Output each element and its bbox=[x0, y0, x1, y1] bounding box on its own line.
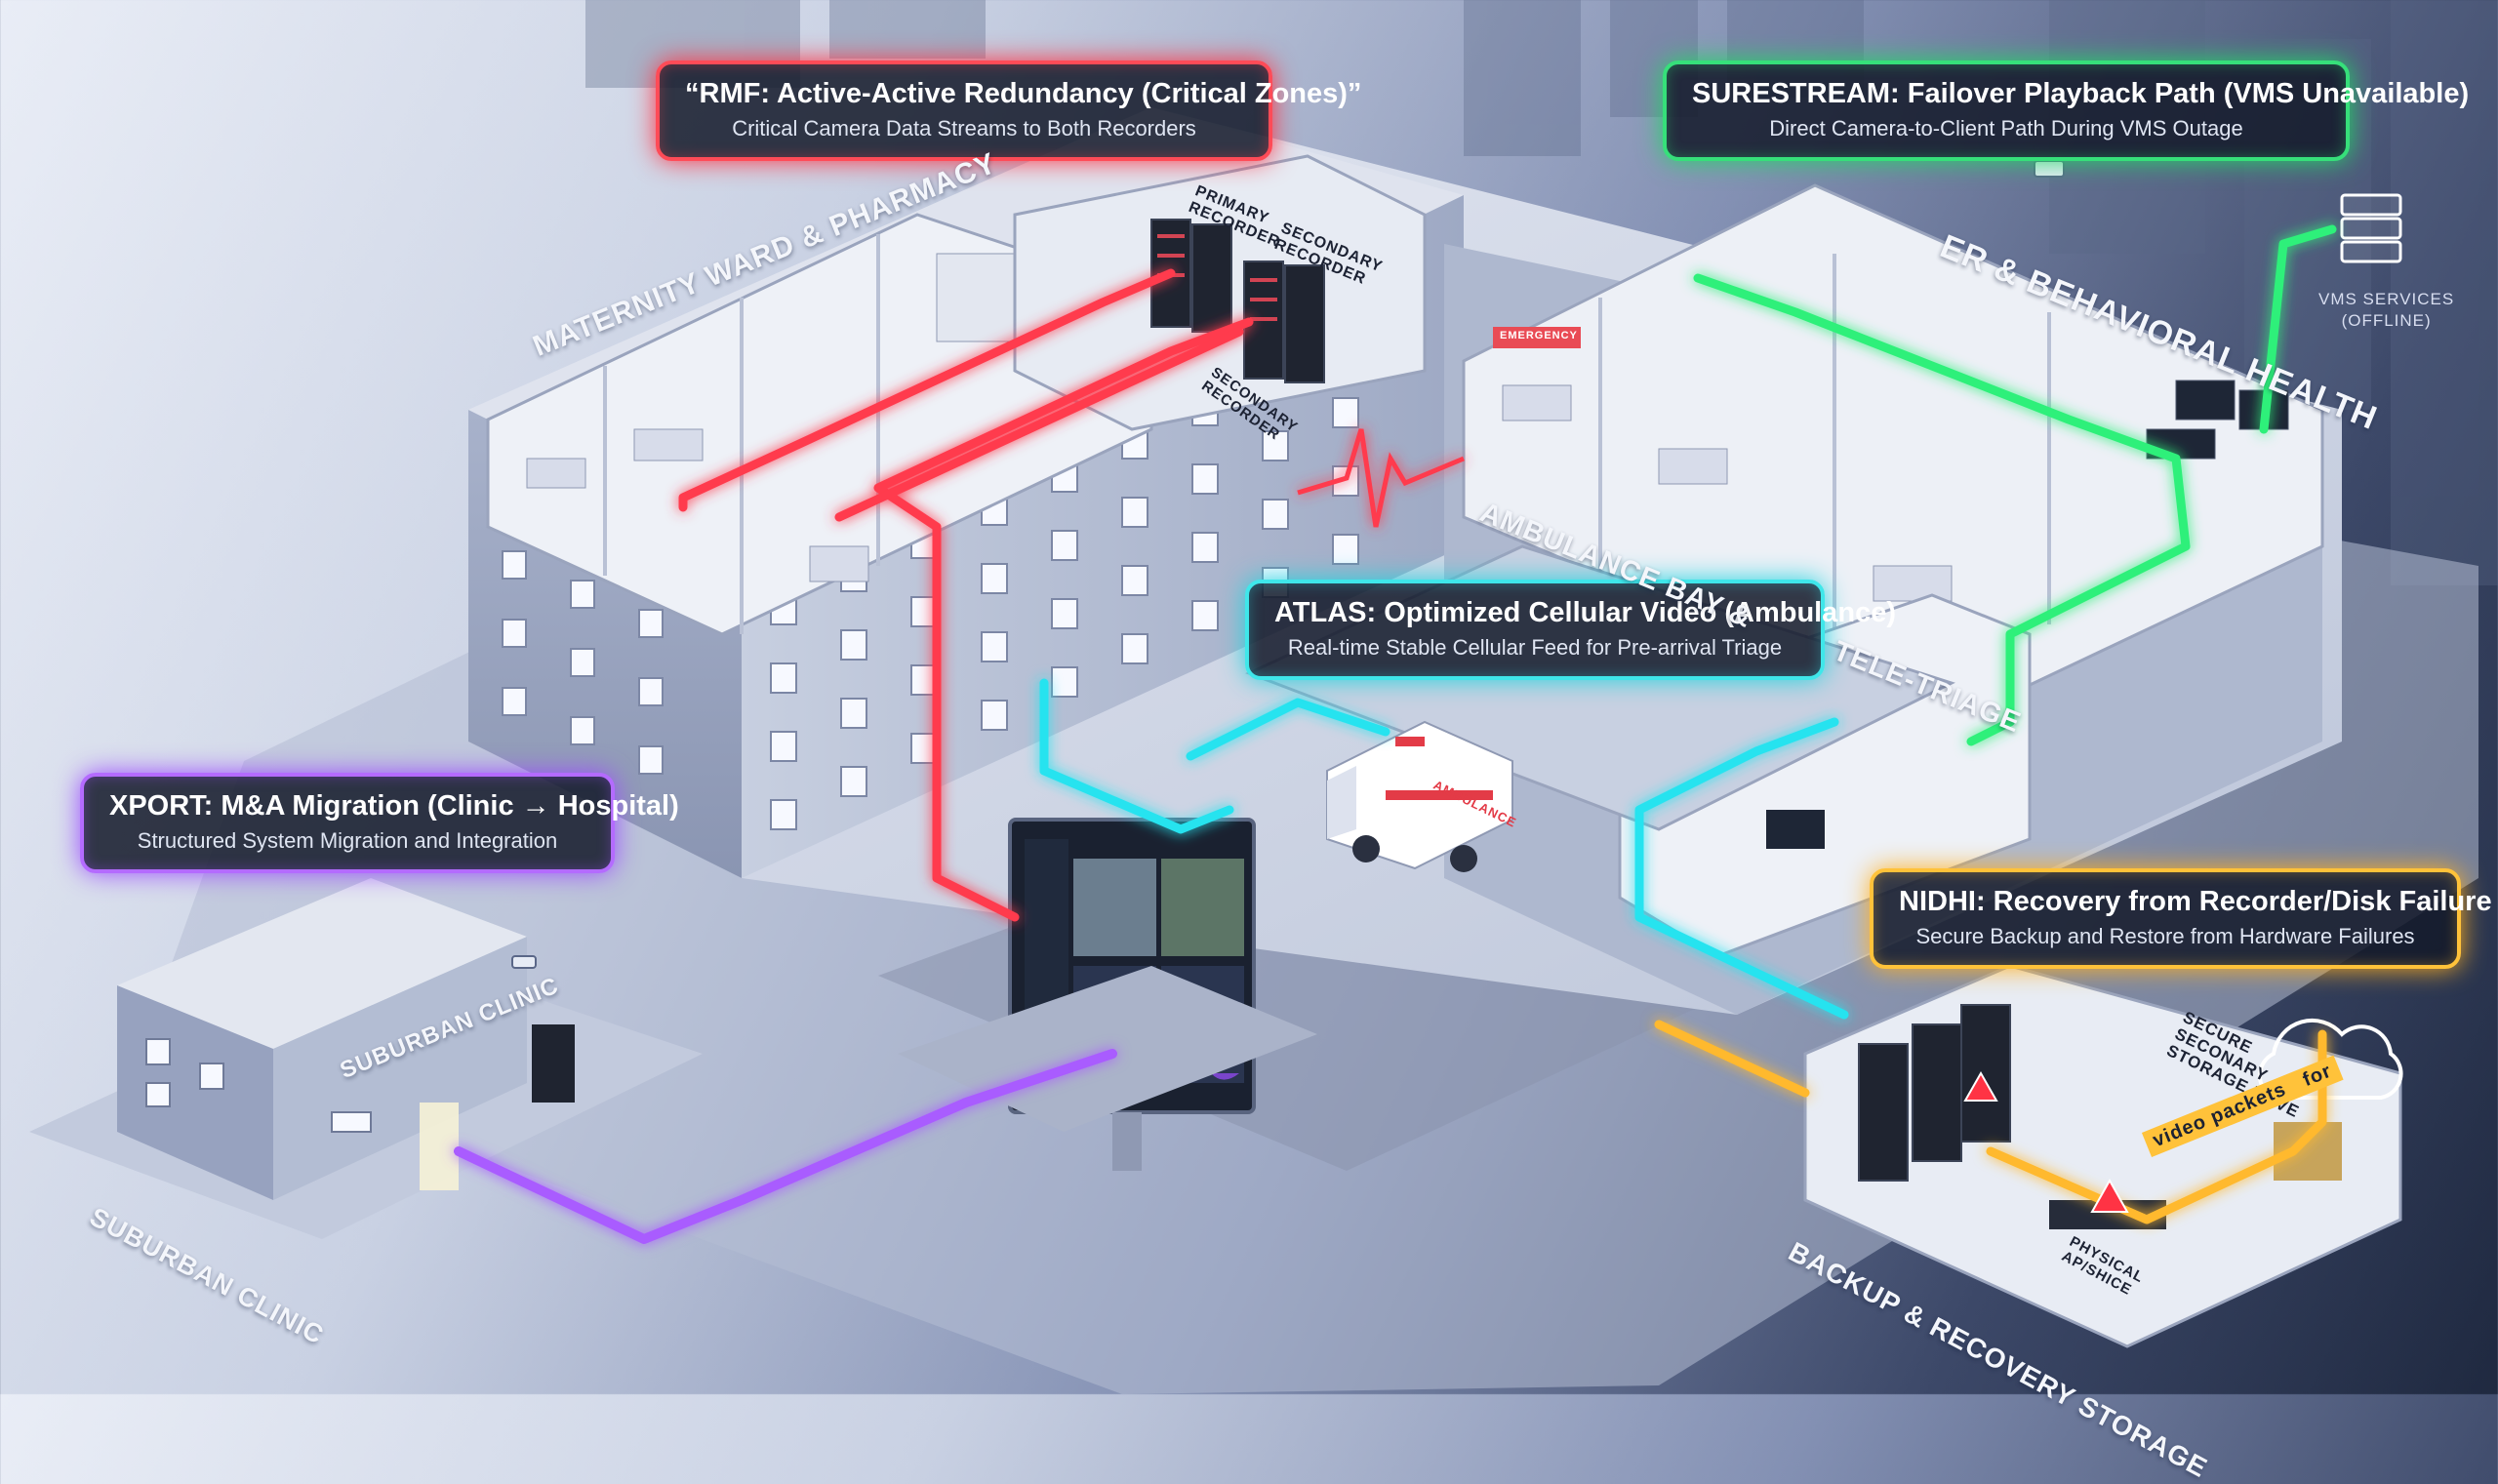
atlas-cellular-path bbox=[1039, 678, 1849, 1020]
vms-services-label: VMS SERVICES (OFFLINE) bbox=[2318, 289, 2454, 332]
building-window bbox=[1262, 430, 1289, 461]
healthcare-video-network-scene bbox=[29, 0, 2498, 1394]
atlas-callout: ATLAS: Optimized Cellular Video (Ambulan… bbox=[1245, 580, 1896, 680]
vms-services-label-line2: (OFFLINE) bbox=[2341, 311, 2432, 330]
clinic-door bbox=[420, 1103, 459, 1190]
heartbeat-line bbox=[1297, 428, 1465, 528]
emergency-sign-label: EMERGENCY bbox=[1500, 330, 1578, 341]
rmf-redundancy-path bbox=[678, 268, 1254, 922]
building-window bbox=[570, 648, 595, 677]
building-window bbox=[1121, 497, 1148, 528]
building-window bbox=[840, 629, 867, 661]
building-window bbox=[840, 766, 867, 797]
camera-icon bbox=[511, 160, 2065, 969]
warning-icon bbox=[1963, 1070, 2129, 1213]
building-window bbox=[1262, 499, 1289, 530]
building-window bbox=[770, 731, 797, 762]
building-window bbox=[1332, 397, 1359, 428]
recorder-room bbox=[1013, 154, 1427, 431]
vms-server-icon bbox=[2340, 193, 2402, 263]
building-window bbox=[981, 631, 1008, 662]
suburban-clinic-building bbox=[29, 878, 703, 1239]
atlas-subtitle: Real-time Stable Cellular Feed for Pre-a… bbox=[1287, 635, 1783, 660]
building-window bbox=[981, 563, 1008, 594]
building-window bbox=[1121, 565, 1148, 596]
atlas-title: ATLAS: Optimized Cellular Video (Ambulan… bbox=[1274, 597, 1896, 628]
rmf-callout: “RMF: Active-Active Redundancy (Critical… bbox=[656, 60, 1362, 161]
surestream-failover-path bbox=[1693, 224, 2337, 746]
building-window bbox=[1051, 598, 1078, 629]
surestream-title: SURESTREAM: Failover Playback Path (VMS … bbox=[1692, 78, 2470, 109]
building-window bbox=[1191, 532, 1219, 563]
xport-migration-path bbox=[454, 1049, 1117, 1244]
building-window bbox=[1121, 633, 1148, 664]
building-window bbox=[570, 580, 595, 609]
building-window bbox=[770, 799, 797, 830]
rmf-subtitle: Critical Camera Data Streams to Both Rec… bbox=[732, 116, 1196, 140]
building-window bbox=[638, 609, 664, 638]
building-window bbox=[840, 698, 867, 729]
building-window bbox=[770, 662, 797, 694]
background-city bbox=[585, 0, 2498, 585]
nidhi-title: NIDHI: Recovery from Recorder/Disk Failu… bbox=[1899, 886, 2492, 917]
nidhi-callout: NIDHI: Recovery from Recorder/Disk Failu… bbox=[1870, 868, 2492, 969]
surestream-subtitle: Direct Camera-to-Client Path During VMS … bbox=[1769, 116, 2243, 140]
building-window bbox=[1191, 463, 1219, 495]
backup-server-racks bbox=[1858, 1004, 2011, 1182]
building-window bbox=[570, 716, 595, 745]
emergency-sign-plate bbox=[1493, 327, 1581, 348]
building-window bbox=[502, 550, 527, 580]
ambulance bbox=[1326, 720, 1513, 872]
nidhi-recovery-path bbox=[1654, 1020, 2327, 1224]
building-window bbox=[1051, 530, 1078, 561]
building-window bbox=[502, 687, 527, 716]
rmf-title: “RMF: Active-Active Redundancy (Critical… bbox=[685, 78, 1362, 109]
building-window bbox=[1191, 600, 1219, 631]
xport-callout: XPORT: M&A Migration (Clinic → Hospital)… bbox=[80, 773, 679, 873]
nidhi-subtitle: Secure Backup and Restore from Hardware … bbox=[1915, 924, 2415, 948]
vms-services-label-line1: VMS SERVICES bbox=[2318, 290, 2455, 308]
building-window bbox=[502, 619, 527, 648]
clinic-server-rack bbox=[532, 1024, 575, 1103]
building-window bbox=[1051, 666, 1078, 698]
building-window bbox=[981, 700, 1008, 731]
building-window bbox=[638, 745, 664, 775]
triage-workstation bbox=[1766, 810, 1825, 849]
surestream-callout: SURESTREAM: Failover Playback Path (VMS … bbox=[1663, 60, 2470, 161]
xport-subtitle: Structured System Migration and Integrat… bbox=[137, 828, 558, 853]
building-window bbox=[638, 677, 664, 706]
building-window bbox=[1332, 534, 1359, 565]
xport-title: XPORT: M&A Migration (Clinic → Hospital) bbox=[109, 790, 679, 822]
